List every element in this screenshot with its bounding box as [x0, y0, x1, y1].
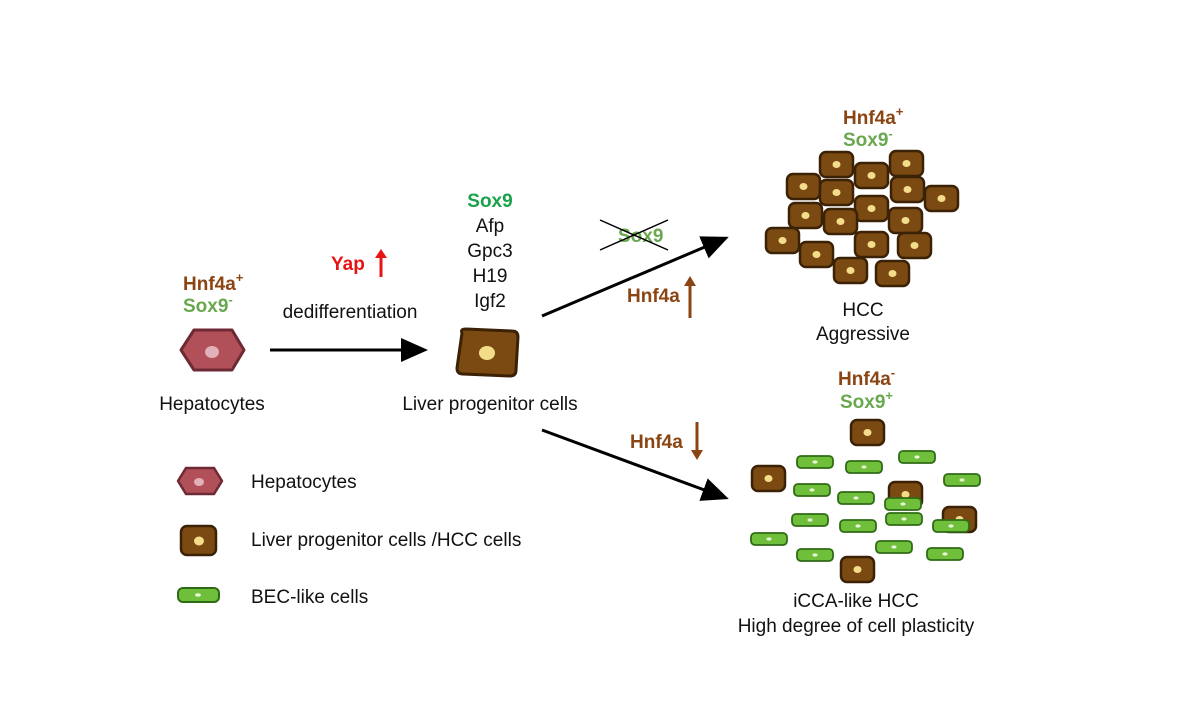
bec-cell	[943, 473, 981, 487]
hcc-cell	[822, 207, 859, 236]
hcc-cell	[832, 256, 869, 285]
icca-branch-arrow	[541, 428, 729, 501]
hnf4a-down-arrow-icon	[691, 422, 703, 460]
progenitor-label: Liver progenitor cells	[402, 394, 577, 415]
hcc-title: HCC	[842, 300, 883, 321]
legend-hepatocyte-icon	[176, 466, 224, 496]
legend: Hepatocytes Liver progenitor cells /HCC …	[176, 466, 521, 608]
legend-hepatocyte-label: Hepatocytes	[251, 472, 357, 493]
bec-cell	[793, 483, 831, 497]
cross-out-icon	[599, 219, 669, 251]
hcc-hnf4a-label: Hnf4a	[627, 286, 680, 307]
hnf4a-up-arrow-icon	[684, 276, 696, 318]
icca-sox9-marker: Sox9+	[840, 388, 893, 413]
hcc-cell	[889, 175, 926, 204]
hcc-cell	[818, 150, 855, 179]
bec-cell	[845, 460, 883, 474]
hcc-hnf4a-marker: Hnf4a+	[843, 104, 904, 129]
hepatocyte-cell	[179, 328, 246, 372]
hcc-cell	[853, 194, 890, 223]
dedifferentiation-label: dedifferentiation	[283, 302, 418, 323]
hepatocyte-hnf4a-marker: Hnf4a+	[183, 270, 244, 295]
progenitor-marker-h19: H19	[473, 266, 508, 287]
hcc-cell	[923, 184, 960, 213]
bec-cell	[796, 548, 834, 562]
hcc-cell	[787, 201, 824, 230]
progenitor-cell	[455, 327, 520, 378]
yap-up-arrow-icon	[375, 249, 387, 277]
hcc-sox9-marker: Sox9-	[843, 126, 893, 151]
hcc-branch-arrow	[541, 236, 729, 318]
bec-cell	[796, 455, 834, 469]
bec-cell	[791, 513, 829, 527]
hcc-cell	[888, 149, 925, 178]
bec-cell	[875, 540, 913, 554]
icca-title: iCCA-like HCC	[793, 591, 919, 612]
hcc-subtitle: Aggressive	[816, 324, 910, 345]
hcc-cell	[896, 231, 933, 260]
yap-label: Yap	[331, 254, 365, 275]
progenitor-marker-igf2: Igf2	[474, 291, 506, 312]
bec-cell	[885, 512, 923, 526]
bec-cell	[932, 519, 970, 533]
legend-progenitor-cell-icon	[179, 524, 218, 557]
hcc-cell	[853, 230, 890, 259]
icca-hnf4a-marker: Hnf4a-	[838, 365, 895, 390]
hepatocyte-sox9-marker: Sox9-	[183, 292, 233, 317]
hcc-cell	[839, 555, 876, 584]
hcc-cell	[874, 259, 911, 288]
bec-cell	[750, 532, 788, 546]
bec-cell	[898, 450, 936, 464]
progenitor-marker-sox9: Sox9	[467, 191, 512, 212]
icca-cell-cluster	[750, 418, 981, 584]
legend-progenitor-label: Liver progenitor cells /HCC cells	[251, 530, 521, 551]
hcc-cell-cluster	[764, 149, 960, 288]
hepatocyte-label: Hepatocytes	[159, 394, 265, 415]
bec-cell	[926, 547, 964, 561]
bec-cell	[839, 519, 877, 533]
hcc-cell	[853, 161, 890, 190]
hcc-cell	[849, 418, 886, 447]
legend-bec-cell-icon	[177, 587, 220, 603]
bec-cell	[837, 491, 875, 505]
hcc-cell	[764, 226, 801, 255]
hcc-cell	[785, 172, 822, 201]
bec-cell	[884, 497, 922, 511]
hcc-crossed-sox9-label: Sox9	[618, 226, 663, 247]
legend-bec-label: BEC-like cells	[251, 587, 368, 608]
progenitor-marker-afp: Afp	[476, 216, 505, 237]
hcc-cell	[818, 178, 855, 207]
hcc-cell	[887, 206, 924, 235]
hcc-cell	[798, 240, 835, 269]
icca-hnf4a-label: Hnf4a	[630, 432, 683, 453]
progenitor-marker-gpc3: Gpc3	[467, 241, 512, 262]
hcc-cell	[750, 464, 787, 493]
icca-subtitle: High degree of cell plasticity	[738, 616, 975, 637]
